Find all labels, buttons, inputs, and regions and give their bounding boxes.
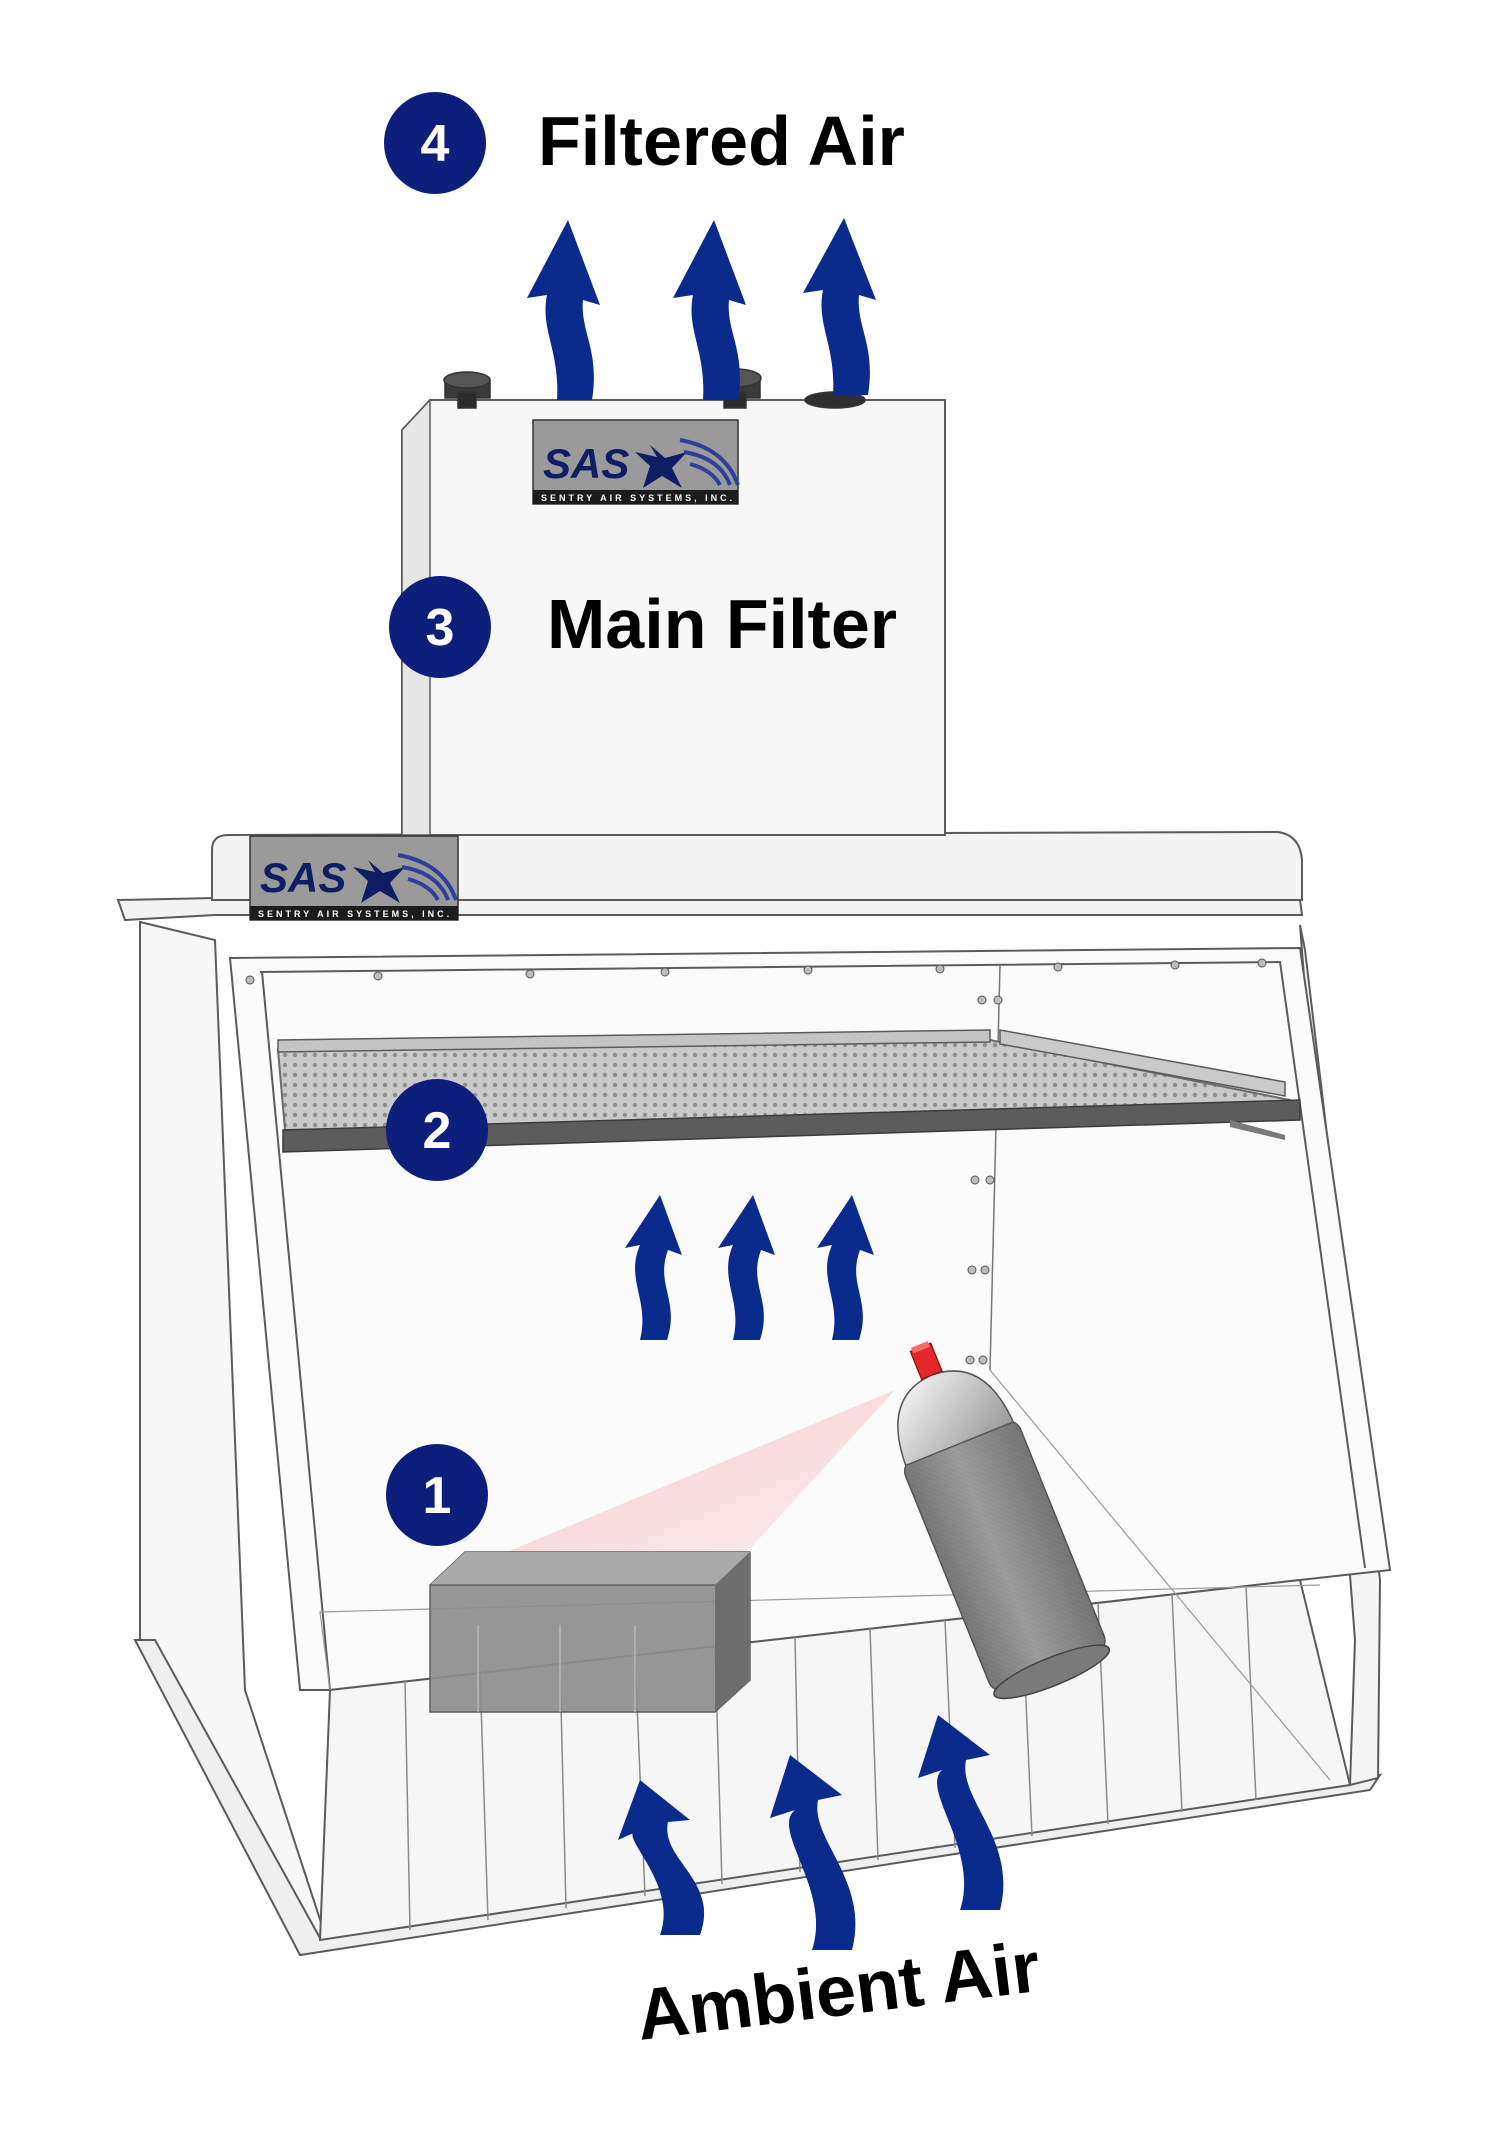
logo-company: SENTRY AIR SYSTEMS, INC. [258, 909, 452, 919]
filtered-air-arrows [527, 218, 876, 400]
step-badge-4: 4 [384, 92, 486, 194]
filtered-air-label: Filtered Air [538, 102, 905, 180]
star-icon [635, 445, 687, 488]
svg-text:2: 2 [423, 1102, 452, 1160]
wavy-up-arrow-icon [918, 1715, 1004, 1910]
pre-filter-shelf [276, 1029, 1302, 1153]
gray-block-icon [429, 1551, 751, 1713]
logo-top: SAS SENTRY AIR SYSTEMS, INC. [532, 419, 740, 505]
wavy-up-arrow-icon [625, 1195, 682, 1340]
step-badge-3: 3 [389, 576, 491, 678]
logo-company: SENTRY AIR SYSTEMS, INC. [541, 493, 735, 503]
wavy-up-arrow-icon [803, 218, 876, 395]
logo-mark: SAS [543, 440, 629, 487]
mid-air-arrows [625, 1195, 874, 1340]
wavy-up-arrow-icon [618, 1780, 705, 1935]
wavy-up-arrow-icon [770, 1755, 856, 1950]
star-icon [353, 860, 405, 903]
svg-text:4: 4 [421, 115, 450, 173]
step-badge-1: 1 [386, 1444, 488, 1546]
wavy-up-arrow-icon [527, 220, 600, 400]
main-filter-label: Main Filter [547, 585, 897, 663]
logo-mark: SAS [260, 854, 346, 901]
ambient-air-arrows [618, 1715, 1004, 1950]
main-filter-box [401, 398, 946, 836]
wavy-up-arrow-icon [673, 220, 746, 400]
wavy-up-arrow-icon [718, 1195, 775, 1340]
svg-text:1: 1 [423, 1467, 452, 1525]
aerosol-can-icon [897, 1341, 1111, 1700]
wavy-up-arrow-icon [817, 1195, 874, 1340]
rivets [245, 958, 1267, 1365]
spray-mist [440, 1390, 895, 1580]
step-badge-2: 2 [386, 1079, 488, 1181]
backsplash-panel [211, 830, 1303, 901]
logo-bottom: SAS SENTRY AIR SYSTEMS, INC. [249, 835, 459, 921]
svg-text:3: 3 [426, 599, 455, 657]
